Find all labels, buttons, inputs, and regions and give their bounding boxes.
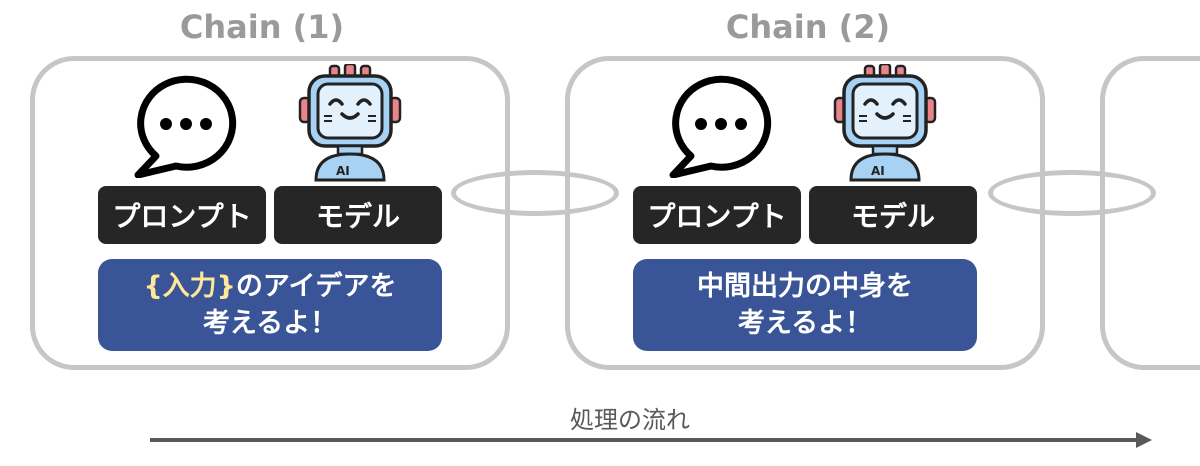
chain-2-task-line-1-rest: 中間出力の中身を [697,271,913,302]
robot-ai-icon: AI [298,64,402,182]
chain-1-prompt-label: プロンプト [98,186,266,244]
chain-1-task-line-2: 考えるよ！ [202,308,338,339]
chain-link-1-2 [451,170,619,216]
chain-link-2-3 [988,170,1156,216]
chain-2-task-box: 中間出力の中身を 考えるよ！ [633,259,977,351]
chain-1-task-box: {入力}のアイデアを 考えるよ！ [98,259,442,351]
chain-1-model-label: モデル [274,186,442,244]
chain-1-task-line-1: {入力}のアイデアを [143,268,396,305]
robot-ai-icon: AI [833,64,937,182]
chain-1-title: Chain (1) [179,8,345,46]
chain-2-task-line-1: 中間出力の中身を [697,268,913,305]
speech-bubble-icon [669,75,772,178]
chain-1-task-line-1-rest: のアイデアを [235,271,397,302]
speech-bubble-icon [134,75,237,178]
chain-2-task-line-2: 考えるよ！ [737,308,873,339]
robot-ai-badge: AI [336,164,350,178]
chain-2-title: Chain (2) [725,8,891,46]
chain-1-input-placeholder: {入力} [143,271,236,302]
chain-3-box-partial [1100,56,1200,370]
chain-2-model-label: モデル [809,186,977,244]
chain-2-prompt-label: プロンプト [633,186,801,244]
arrow-right-icon [150,432,1152,448]
robot-ai-badge: AI [871,164,885,178]
flow-label: 処理の流れ [570,406,690,434]
